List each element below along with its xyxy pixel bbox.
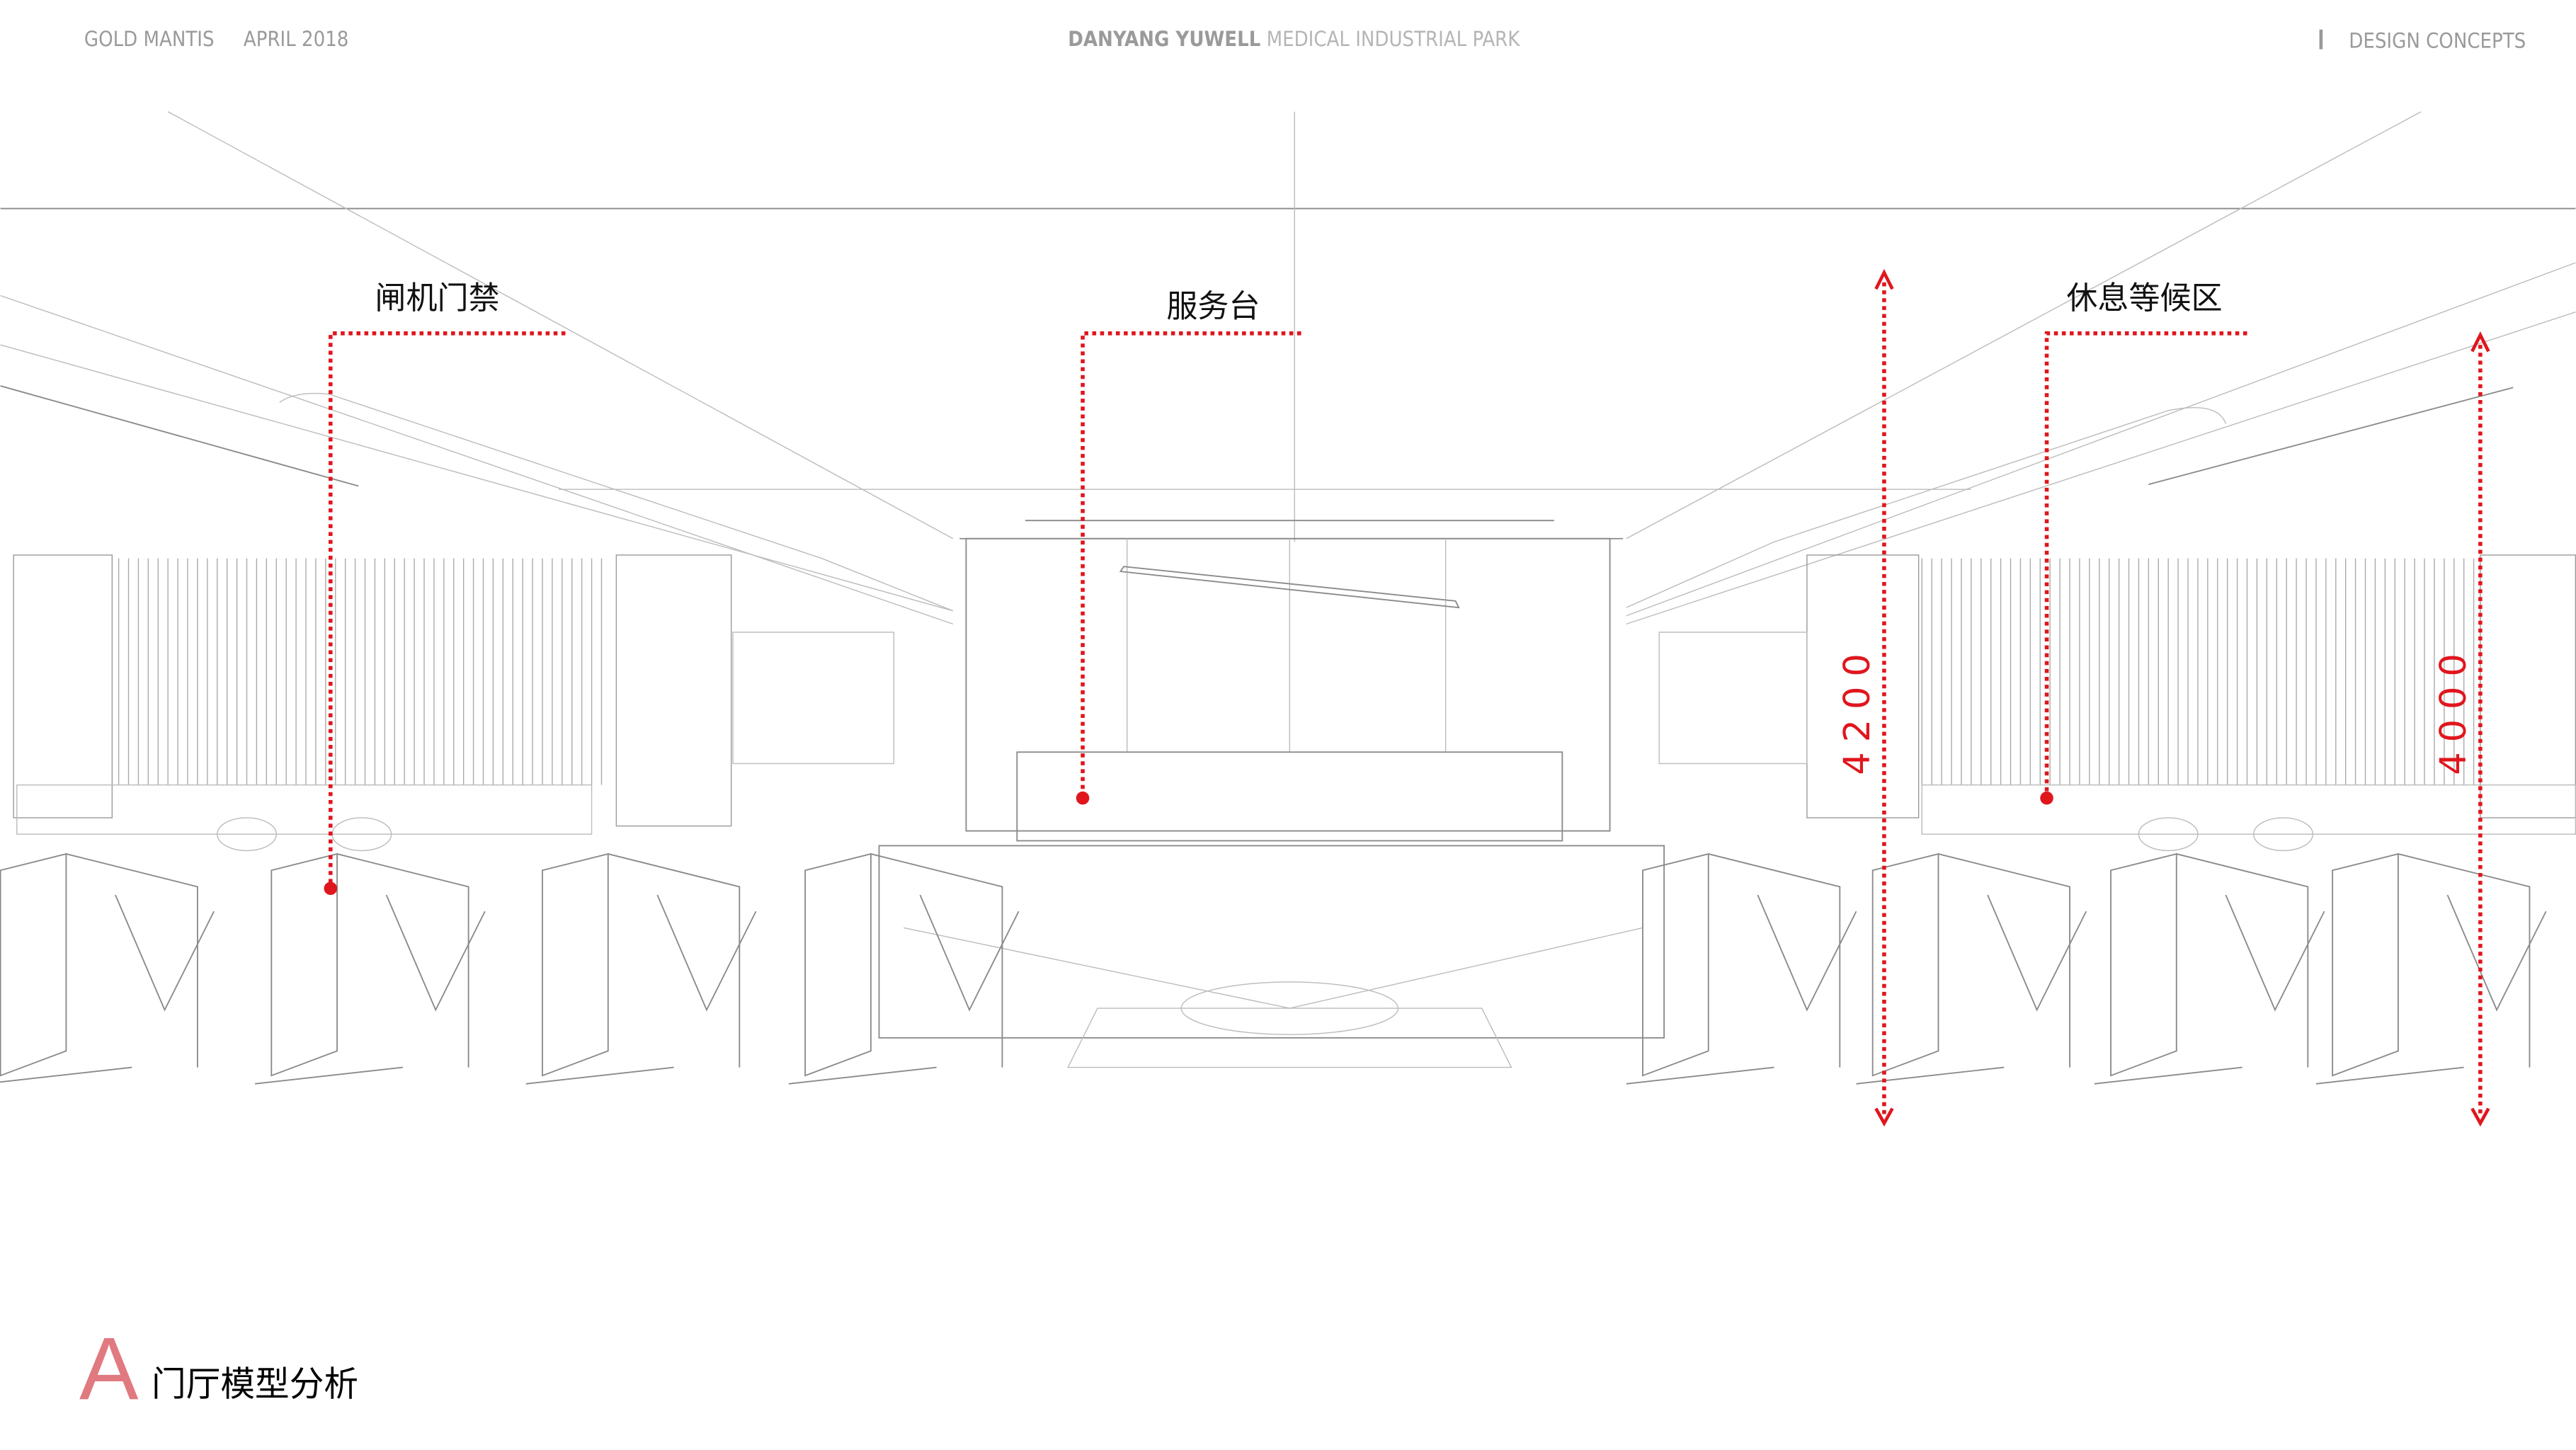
- dimension-left: 4200: [1837, 268, 1894, 1127]
- label-gate: 闸机门禁: [375, 280, 499, 316]
- section-title: 门厅模型分析: [152, 1364, 358, 1404]
- marker-service-desk: [1076, 791, 1090, 805]
- label-service-desk: 服务台: [1166, 289, 1260, 325]
- leader-waiting-area: [2044, 331, 2247, 799]
- label-waiting-area: 休息等候区: [2066, 280, 2222, 316]
- header-project: DANYANG YUWELL MEDICAL INDUSTRIAL PARK: [1068, 27, 1520, 51]
- header-project-light: MEDICAL INDUSTRIAL PARK: [1267, 27, 1521, 51]
- header-brand: GOLD MANTIS: [84, 27, 215, 51]
- leader-service-desk: [1081, 331, 1301, 799]
- dimension-right-value: 4000: [2433, 644, 2475, 775]
- header-project-bold: DANYANG YUWELL: [1068, 27, 1260, 51]
- dimension-left-value: 4200: [1837, 644, 1879, 775]
- marker-waiting-area: [2040, 791, 2053, 805]
- leader-gate: [329, 331, 566, 889]
- dimension-right: 4000: [2433, 331, 2490, 1127]
- lobby-line-drawing: [0, 111, 2576, 1085]
- marker-gate: [324, 881, 338, 896]
- section-letter: A: [79, 1319, 139, 1418]
- header-section: DESIGN CONCEPTS: [2349, 28, 2526, 52]
- header-date: APRIL 2018: [244, 27, 349, 51]
